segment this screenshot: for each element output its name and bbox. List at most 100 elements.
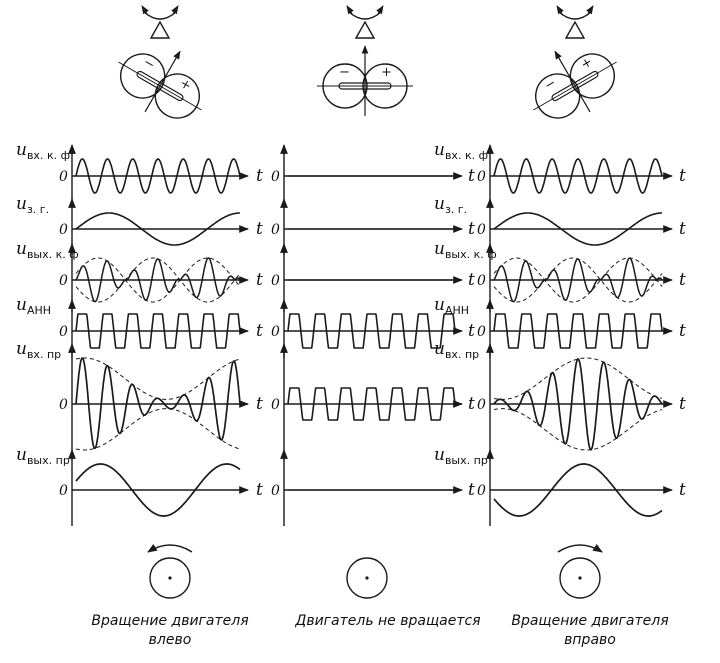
signal-label-sub: вх. к. ф (445, 149, 488, 162)
signal-curve (287, 387, 456, 421)
signal-curve (493, 358, 663, 451)
time-label: t (256, 166, 263, 186)
zero-label: 0 (59, 222, 68, 238)
signal-curve (493, 212, 662, 246)
signal-label-sub: вх. пр (445, 348, 479, 361)
row-zg-left: 0 t uз. г. (16, 194, 263, 255)
signal-label: uвых. пр (434, 445, 488, 467)
motor-disc-icon (147, 543, 193, 599)
signal-curve (75, 212, 240, 246)
time-label: t (468, 219, 475, 239)
time-label: t (679, 270, 686, 290)
signal-label: uз. г. (16, 194, 49, 216)
envelope-curve (75, 357, 241, 400)
caption-line: Вращение двигателя (91, 613, 248, 629)
signal-label: uАНН (16, 295, 51, 317)
time-label: t (256, 219, 263, 239)
scan-circles-icon: −+ (118, 50, 202, 119)
time-label: t (256, 394, 263, 414)
signal-curve (287, 313, 456, 349)
zero-label: 0 (271, 483, 280, 499)
signal-curve (75, 313, 241, 349)
envelope-curve (493, 279, 663, 303)
row-ann-left: 0 t uАНН (16, 295, 263, 358)
time-label: t (256, 321, 263, 341)
zero-label: 0 (477, 397, 486, 413)
signal-label: uвых. пр (16, 445, 70, 467)
signal-label-sub: АНН (445, 304, 469, 317)
signal-label: uАНН (434, 295, 469, 317)
scan-circles-icon: −+ (317, 45, 413, 116)
zero-label: 0 (271, 324, 280, 340)
zero-label: 0 (477, 324, 486, 340)
zero-label: 0 (477, 169, 486, 185)
motor-disc-icon (557, 543, 603, 599)
envelope-curve (493, 257, 663, 281)
signal-label-sub: вых. пр (445, 454, 488, 467)
scan-geometry-left: −+ (118, 5, 202, 119)
signal-label-sub: вых. к. ф (445, 248, 497, 261)
time-label: t (679, 166, 686, 186)
signal-curve (493, 313, 663, 349)
zero-label: 0 (59, 397, 68, 413)
row-in-pr-left: 0 t uвх. пр (16, 339, 263, 460)
envelope-curve (493, 408, 663, 451)
signal-label-sub: вх. к. ф (27, 149, 70, 162)
envelope-curve (493, 357, 663, 400)
signal-label-sub: АНН (27, 304, 51, 317)
time-label: t (679, 394, 686, 414)
time-label: t (679, 219, 686, 239)
signal-label: uз. г. (434, 194, 467, 216)
zero-label: 0 (59, 169, 68, 185)
time-label: t (679, 480, 686, 500)
envelope-curve (75, 279, 241, 303)
motor-disc-icon (346, 557, 388, 599)
zero-label: 0 (59, 273, 68, 289)
envelope-curve (75, 257, 241, 281)
time-label: t (256, 480, 263, 500)
envelope-curve (75, 408, 241, 451)
signal-label: uвх. к. ф (434, 140, 488, 162)
signal-label: uвх. пр (434, 339, 479, 361)
row-out-pr-left: 0 t uвых. пр (16, 445, 263, 526)
signal-label-sub: вх. пр (27, 348, 61, 361)
scan-circles-icon: −+ (533, 50, 617, 119)
signal-label-sub: вых. к. ф (27, 248, 79, 261)
zero-label: 0 (59, 483, 68, 499)
caption-line: вправо (564, 632, 616, 648)
row-ann-right: 0 t uАНН (434, 295, 686, 358)
time-label: t (468, 480, 475, 500)
zero-label: 0 (477, 222, 486, 238)
signal-label: uвх. пр (16, 339, 61, 361)
signal-label: uвх. к. ф (16, 140, 70, 162)
row-in-kf-left: 0 t uвх. к. ф (16, 140, 263, 203)
signal-label-sub: вых. пр (27, 454, 70, 467)
caption-line: Вращение двигателя (511, 613, 668, 629)
signal-curve (493, 463, 663, 517)
signal-label: uвых. к. ф (434, 239, 497, 261)
signal-curve (75, 463, 241, 517)
zero-label: 0 (59, 324, 68, 340)
antenna-icon (141, 5, 179, 39)
time-label: t (468, 394, 475, 414)
zero-label: 0 (271, 169, 280, 185)
signal-curve (75, 158, 241, 194)
caption-line: Двигатель не вращается (294, 613, 480, 629)
antenna-icon (346, 5, 384, 39)
time-label: t (679, 321, 686, 341)
time-label: t (468, 166, 475, 186)
zero-label: 0 (271, 222, 280, 238)
zero-label: 0 (271, 273, 280, 289)
